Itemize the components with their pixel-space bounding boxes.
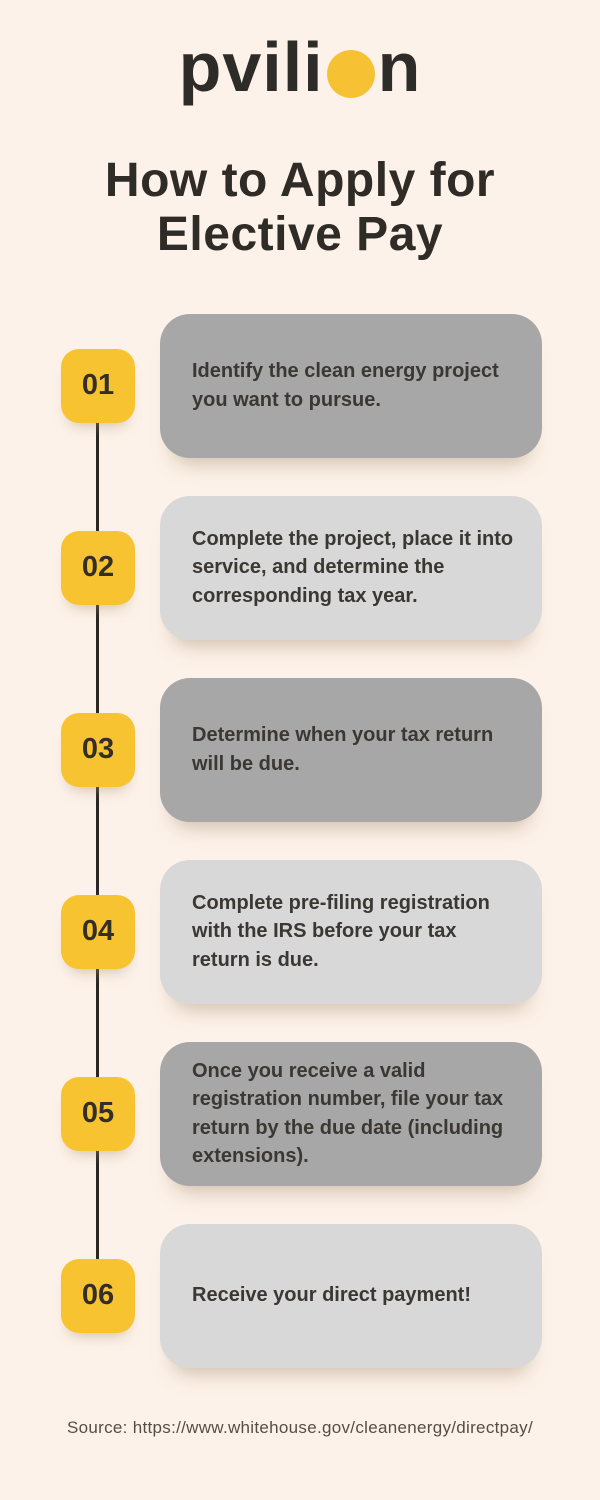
step-row-6: 06 Receive your direct payment! [61, 1223, 600, 1368]
step-card: Once you receive a valid registration nu… [160, 1041, 542, 1186]
step-text: Determine when your tax return will be d… [192, 724, 494, 775]
steps-timeline: 01 Identify the clean energy project you… [0, 313, 600, 1368]
logo-text-left: pvili [178, 28, 324, 106]
step-card: Complete pre-filing registration with th… [160, 859, 542, 1004]
timeline-connector-line [96, 385, 99, 1296]
step-card: Receive your direct payment! [160, 1223, 542, 1368]
page-title-line-2: Elective Pay [156, 207, 444, 261]
step-number-badge: 02 [61, 530, 135, 605]
step-text: Complete the project, place it into serv… [192, 527, 514, 607]
logo-header: pvili n How to Apply for Elective Pay [0, 0, 600, 262]
step-text: Identify the clean energy project you wa… [192, 360, 499, 411]
step-text: Receive your direct payment! [192, 1284, 471, 1307]
pvilion-logo: pvili n [0, 0, 600, 104]
step-number-badge: 05 [61, 1076, 135, 1151]
step-row-4: 04 Complete pre-filing registration with… [61, 859, 600, 1004]
step-card: Determine when your tax return will be d… [160, 677, 542, 822]
sun-circle-icon [326, 50, 375, 98]
page-title: How to Apply for Elective Pay [0, 154, 600, 262]
step-row-5: 05 Once you receive a valid registration… [61, 1041, 600, 1186]
step-row-3: 03 Determine when your tax return will b… [61, 677, 600, 822]
logo-text-right: n [377, 28, 422, 106]
step-text: Once you receive a valid registration nu… [192, 1059, 504, 1167]
step-number-badge: 01 [61, 348, 135, 423]
step-text: Complete pre-filing registration with th… [192, 891, 490, 971]
step-number-badge: 04 [61, 894, 135, 969]
step-row-2: 02 Complete the project, place it into s… [61, 495, 600, 640]
step-number-badge: 03 [61, 712, 135, 787]
step-card: Complete the project, place it into serv… [160, 495, 542, 640]
page-title-line-1: How to Apply for [104, 154, 496, 207]
step-card: Identify the clean energy project you wa… [160, 313, 542, 458]
step-number-badge: 06 [61, 1258, 135, 1333]
source-citation: Source: https://www.whitehouse.gov/clean… [67, 1417, 533, 1437]
step-row-1: 01 Identify the clean energy project you… [61, 313, 600, 458]
